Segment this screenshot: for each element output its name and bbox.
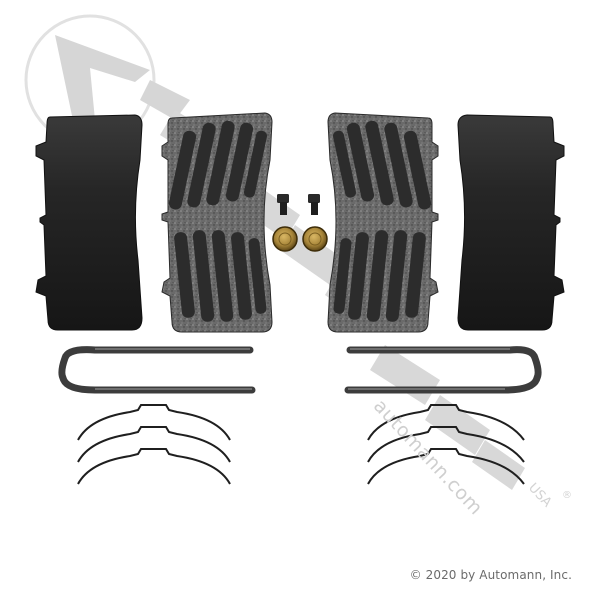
spring-clips-right [367,404,525,485]
friction-pad-right [327,112,439,333]
backing-plate-left [35,114,143,331]
bushing-left [272,226,298,252]
backing-plate-right [457,114,565,331]
bushing-right [302,226,328,252]
spring-clips-left [77,404,231,485]
friction-pad-left [161,112,273,333]
svg-text:USA: USA [525,480,554,510]
bolt-left [277,194,289,215]
copyright-text: © 2020 by Automann, Inc. [409,568,572,582]
svg-text:®: ® [562,490,572,501]
bolt-right [308,194,320,215]
retaining-pin-right [344,346,542,394]
retaining-pin-left [58,346,256,394]
